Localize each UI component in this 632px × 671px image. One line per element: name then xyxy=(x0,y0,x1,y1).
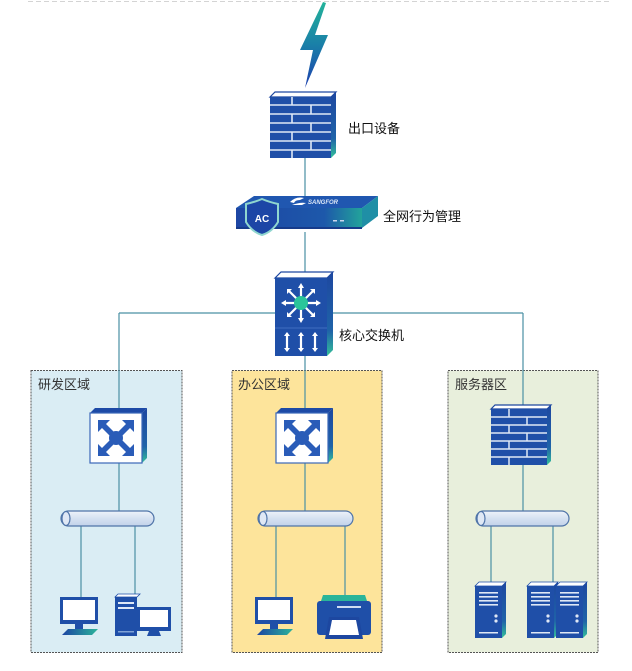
sangfor-logo-icon xyxy=(290,197,306,205)
rd-switch-icon[interactable] xyxy=(89,408,147,464)
desktop-computer-icon[interactable] xyxy=(60,597,98,635)
zone-office-label: 办公区域 xyxy=(238,378,291,393)
ac-badge-text: AC xyxy=(255,214,269,225)
zone-server-label: 服务器区 xyxy=(455,378,508,393)
core-switch-icon[interactable] xyxy=(273,271,335,356)
exit-device-label: 出口设备 xyxy=(348,122,401,137)
server-firewall-icon[interactable] xyxy=(489,404,553,465)
server-icon[interactable] xyxy=(474,581,507,638)
workstation-icon[interactable] xyxy=(114,593,171,636)
rd-network-bus xyxy=(60,510,155,527)
office-network-bus xyxy=(257,510,354,527)
office-switch-icon[interactable] xyxy=(275,408,333,464)
ac-device-label: 全网行为管理 xyxy=(383,210,462,225)
ac-shield-icon xyxy=(245,197,279,237)
server-icon[interactable] xyxy=(526,581,559,638)
core-switch-label: 核心交换机 xyxy=(339,329,405,344)
firewall-icon[interactable] xyxy=(268,91,338,158)
zone-rd-label: 研发区域 xyxy=(38,378,91,393)
ac-appliance-icon[interactable]: AC SANGFOR xyxy=(236,196,378,237)
sangfor-brand-text: SANGFOR xyxy=(308,200,339,206)
server-icon[interactable] xyxy=(555,581,588,638)
printer-icon[interactable] xyxy=(317,595,371,639)
office-desktop-computer-icon[interactable] xyxy=(255,597,293,635)
lightning-icon xyxy=(300,2,328,88)
server-network-bus xyxy=(475,510,570,527)
